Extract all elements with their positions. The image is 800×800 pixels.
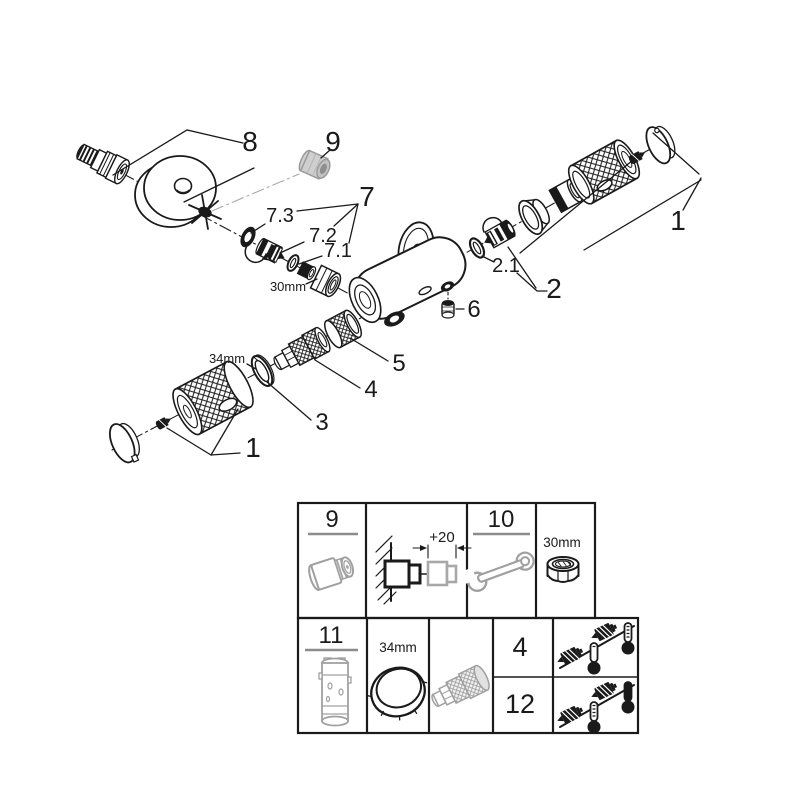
callout-9: 9 — [325, 126, 341, 157]
stop-ring-34mm-icon — [366, 666, 428, 721]
parts-table: 9 +20 10 — [296, 501, 640, 735]
thermostatic-cartridge-icon — [431, 664, 490, 708]
callout-1-left: 1 — [245, 432, 261, 463]
adapter-sleeve — [296, 261, 317, 281]
handle-cap-right — [645, 125, 676, 165]
calibration-icon-row4 — [553, 619, 636, 676]
o-ring-7-1 — [286, 254, 300, 272]
service-sleeve-icon — [318, 657, 352, 727]
insert-rotation-arrow-7 — [244, 242, 268, 263]
table-ref-12: 12 — [505, 689, 535, 719]
dim-plus20-label: +20 — [429, 529, 454, 546]
callout-5: 5 — [392, 350, 405, 377]
union-nut-30mm — [309, 264, 342, 298]
insert-rotation-arrow-2 — [482, 216, 507, 233]
seal-star-icon — [188, 194, 222, 230]
escutcheon-disc — [134, 155, 217, 228]
check-valve-2-1 — [484, 219, 516, 249]
table-grid — [296, 501, 640, 735]
dim-30mm-label: 30mm — [270, 279, 306, 294]
union-nut-30mm-icon — [546, 556, 580, 583]
callout-4: 4 — [364, 376, 377, 403]
table-ref-4: 4 — [512, 632, 527, 662]
wall-extension-diagram: +20 — [375, 529, 472, 605]
o-ring-2 — [468, 237, 486, 259]
callout-2: 2 — [546, 273, 562, 304]
thermostatic-cartridge-4 — [273, 326, 331, 371]
handle-cap-left — [108, 422, 140, 464]
table-dim-30mm: 30mm — [543, 535, 581, 550]
extension-nipple-icon — [308, 556, 355, 591]
handle-screw-left — [155, 417, 171, 430]
callout-1-right: 1 — [670, 205, 686, 236]
callout-labels: 8 9 7 7.3 7.2 7.1 30mm 2.1 2 1 6 5 4 3 3… — [209, 126, 686, 463]
callout-3: 3 — [315, 409, 328, 436]
table-ref-11: 11 — [319, 622, 344, 649]
table-ref-9: 9 — [325, 506, 338, 533]
table-ref-10: 10 — [488, 506, 515, 533]
handle-ring-3 — [250, 354, 275, 387]
table-dim-34mm: 34mm — [379, 640, 417, 655]
mixer-body — [348, 236, 467, 327]
callout-7-1: 7.1 — [324, 240, 352, 262]
handle-flange-right — [518, 198, 550, 235]
callout-6: 6 — [467, 296, 480, 323]
temperature-handle-right — [567, 139, 641, 205]
callout-8: 8 — [242, 126, 258, 157]
callout-2-1: 2.1 — [492, 255, 520, 277]
wrench-icon — [458, 551, 535, 592]
callout-7-2: 7.2 — [309, 225, 337, 247]
dim-34mm-label: 34mm — [209, 351, 245, 366]
callout-leader-lines — [112, 129, 702, 456]
temperature-handle-left — [172, 360, 254, 436]
callout-7: 7 — [359, 181, 375, 212]
callout-7-3: 7.3 — [266, 205, 294, 227]
outlet-screw — [441, 300, 455, 319]
calibration-icon-row12 — [553, 678, 636, 735]
